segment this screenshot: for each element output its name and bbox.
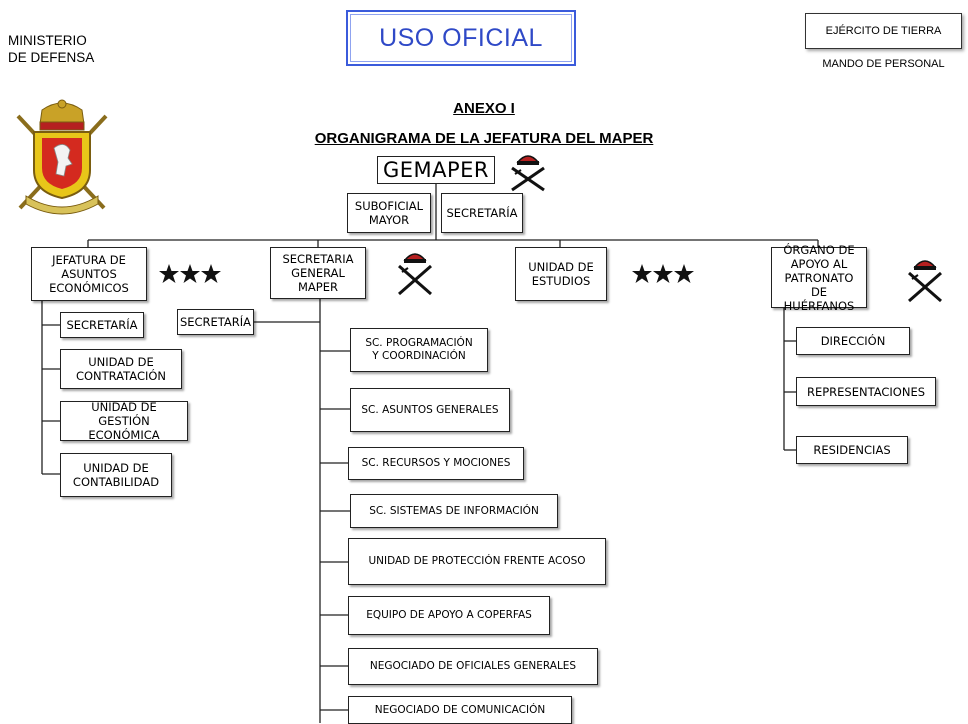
suboficial-mayor-box: SUBOFICIAL MAYOR [347, 193, 431, 233]
general-officer-insignia-icon [511, 155, 545, 192]
representaciones-box: REPRESENTACIONES [796, 377, 936, 406]
army-label-box: EJÉRCITO DE TIERRA [805, 13, 962, 49]
direccion-box: DIRECCIÓN [796, 327, 910, 355]
sc-programacion-box: SC. PROGRAMACIÓN Y COORDINACIÓN [350, 328, 488, 372]
sc-asuntos-generales-box: SC. ASUNTOS GENERALES [350, 388, 510, 432]
annex-title: ANEXO I [453, 100, 515, 117]
classification-banner: USO OFICIAL [346, 10, 576, 66]
general-officer-insignia-icon [908, 260, 942, 303]
secretaria-top-box: SECRETARÍA [441, 193, 523, 233]
unidad-gestion-economica-box: UNIDAD DE GESTIÓN ECONÓMICA [60, 400, 188, 442]
org-chart-title: ORGANIGRAMA DE LA JEFATURA DEL MAPER [314, 130, 654, 147]
unidad-estudios-box: UNIDAD DE ESTUDIOS [515, 247, 607, 301]
jefatura-asuntos-economicos-box: JEFATURA DE ASUNTOS ECONÓMICOS [31, 247, 147, 301]
three-stars-icon [159, 264, 221, 283]
secretaria-general-maper-box: SECRETARIA GENERAL MAPER [270, 247, 366, 299]
army-coat-of-arms-icon [16, 99, 108, 215]
residencias-box: RESIDENCIAS [796, 436, 908, 464]
gemaper-box: GEMAPER [377, 156, 495, 184]
sc-recursos-mociones-box: SC. RECURSOS Y MOCIONES [348, 447, 524, 480]
ministry-label: MINISTERIO DE DEFENSA [8, 32, 94, 66]
unidad-contratacion-box: UNIDAD DE CONTRATACIÓN [60, 349, 182, 389]
ministry-line-2: DE DEFENSA [8, 50, 95, 65]
unidad-proteccion-acoso-box: UNIDAD DE PROTECCIÓN FRENTE ACOSO [348, 538, 606, 585]
negociado-oficiales-generales-box: NEGOCIADO DE OFICIALES GENERALES [348, 648, 598, 685]
general-officer-insignia-icon [398, 253, 432, 296]
jefatura-secretaria-box: SECRETARÍA [60, 312, 144, 338]
sc-sistemas-informacion-box: SC. SISTEMAS DE INFORMACIÓN [350, 494, 558, 528]
sec-general-secretaria-box: SECRETARÍA [177, 309, 254, 335]
three-stars-icon [632, 264, 694, 283]
organo-apoyo-huerfanos-box: ÓRGANO DE APOYO AL PATRONATO DE HUÉRFANO… [771, 243, 867, 313]
command-label: MANDO DE PERSONAL [822, 58, 945, 70]
equipo-apoyo-coperfas-box: EQUIPO DE APOYO A COPERFAS [348, 596, 550, 635]
ministry-line-1: MINISTERIO [8, 33, 87, 48]
negociado-comunicacion-box: NEGOCIADO DE COMUNICACIÓN [348, 696, 572, 724]
unidad-contabilidad-box: UNIDAD DE CONTABILIDAD [60, 453, 172, 497]
